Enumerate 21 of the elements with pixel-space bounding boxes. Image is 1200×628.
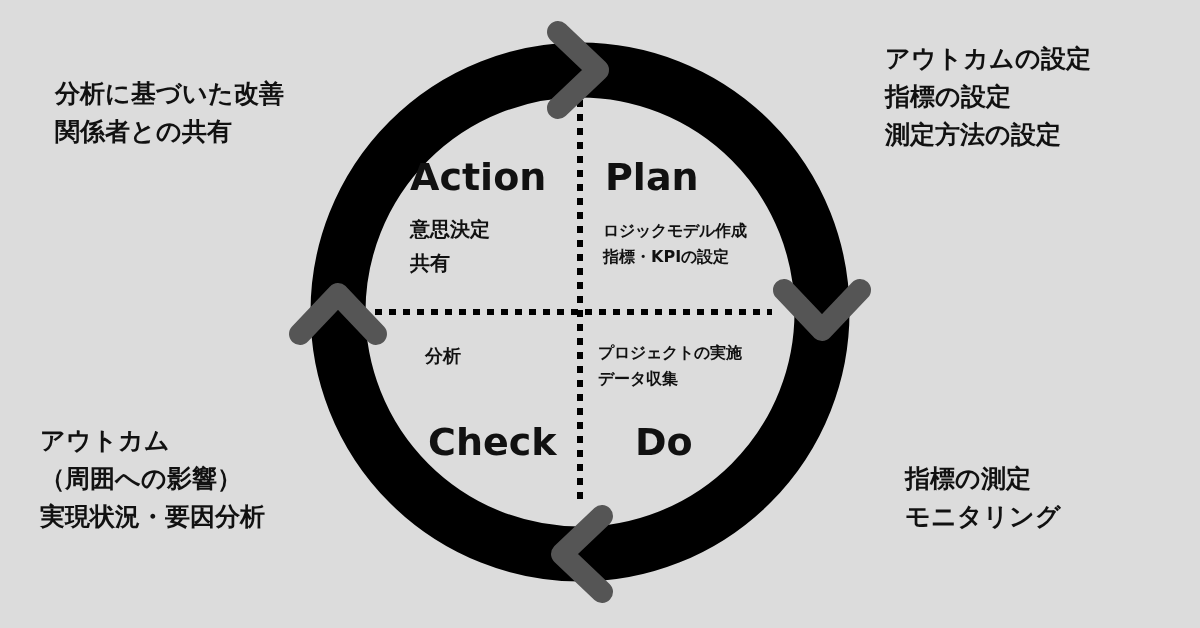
phase-note: （周囲への影響） bbox=[40, 463, 243, 495]
phase-task: 指標・KPIの設定 bbox=[603, 246, 730, 268]
phase-heading: Action bbox=[410, 155, 547, 199]
phase-note: 測定方法の設定 bbox=[885, 119, 1062, 151]
phase-note: アウトカムの設定 bbox=[885, 43, 1091, 75]
phase-heading: Do bbox=[635, 420, 693, 464]
phase-note: 指標の測定 bbox=[905, 463, 1032, 495]
phase-task: データ収集 bbox=[598, 368, 678, 390]
phase-task: 分析 bbox=[425, 344, 461, 368]
phase-task: プロジェクトの実施 bbox=[598, 342, 742, 364]
phase-note: 実現状況・要因分析 bbox=[40, 501, 265, 533]
phase-task: ロジックモデル作成 bbox=[603, 220, 747, 242]
phase-note: モニタリング bbox=[905, 501, 1061, 533]
phase-note: 関係者との共有 bbox=[55, 116, 233, 148]
phase-note: 指標の設定 bbox=[885, 81, 1012, 113]
phase-heading: Plan bbox=[605, 155, 699, 199]
phase-note: アウトカム bbox=[40, 425, 171, 457]
phase-note: 分析に基づいた改善 bbox=[55, 78, 284, 110]
phase-task: 共有 bbox=[410, 250, 450, 277]
phase-heading: Check bbox=[428, 420, 557, 464]
phase-task: 意思決定 bbox=[410, 216, 490, 243]
